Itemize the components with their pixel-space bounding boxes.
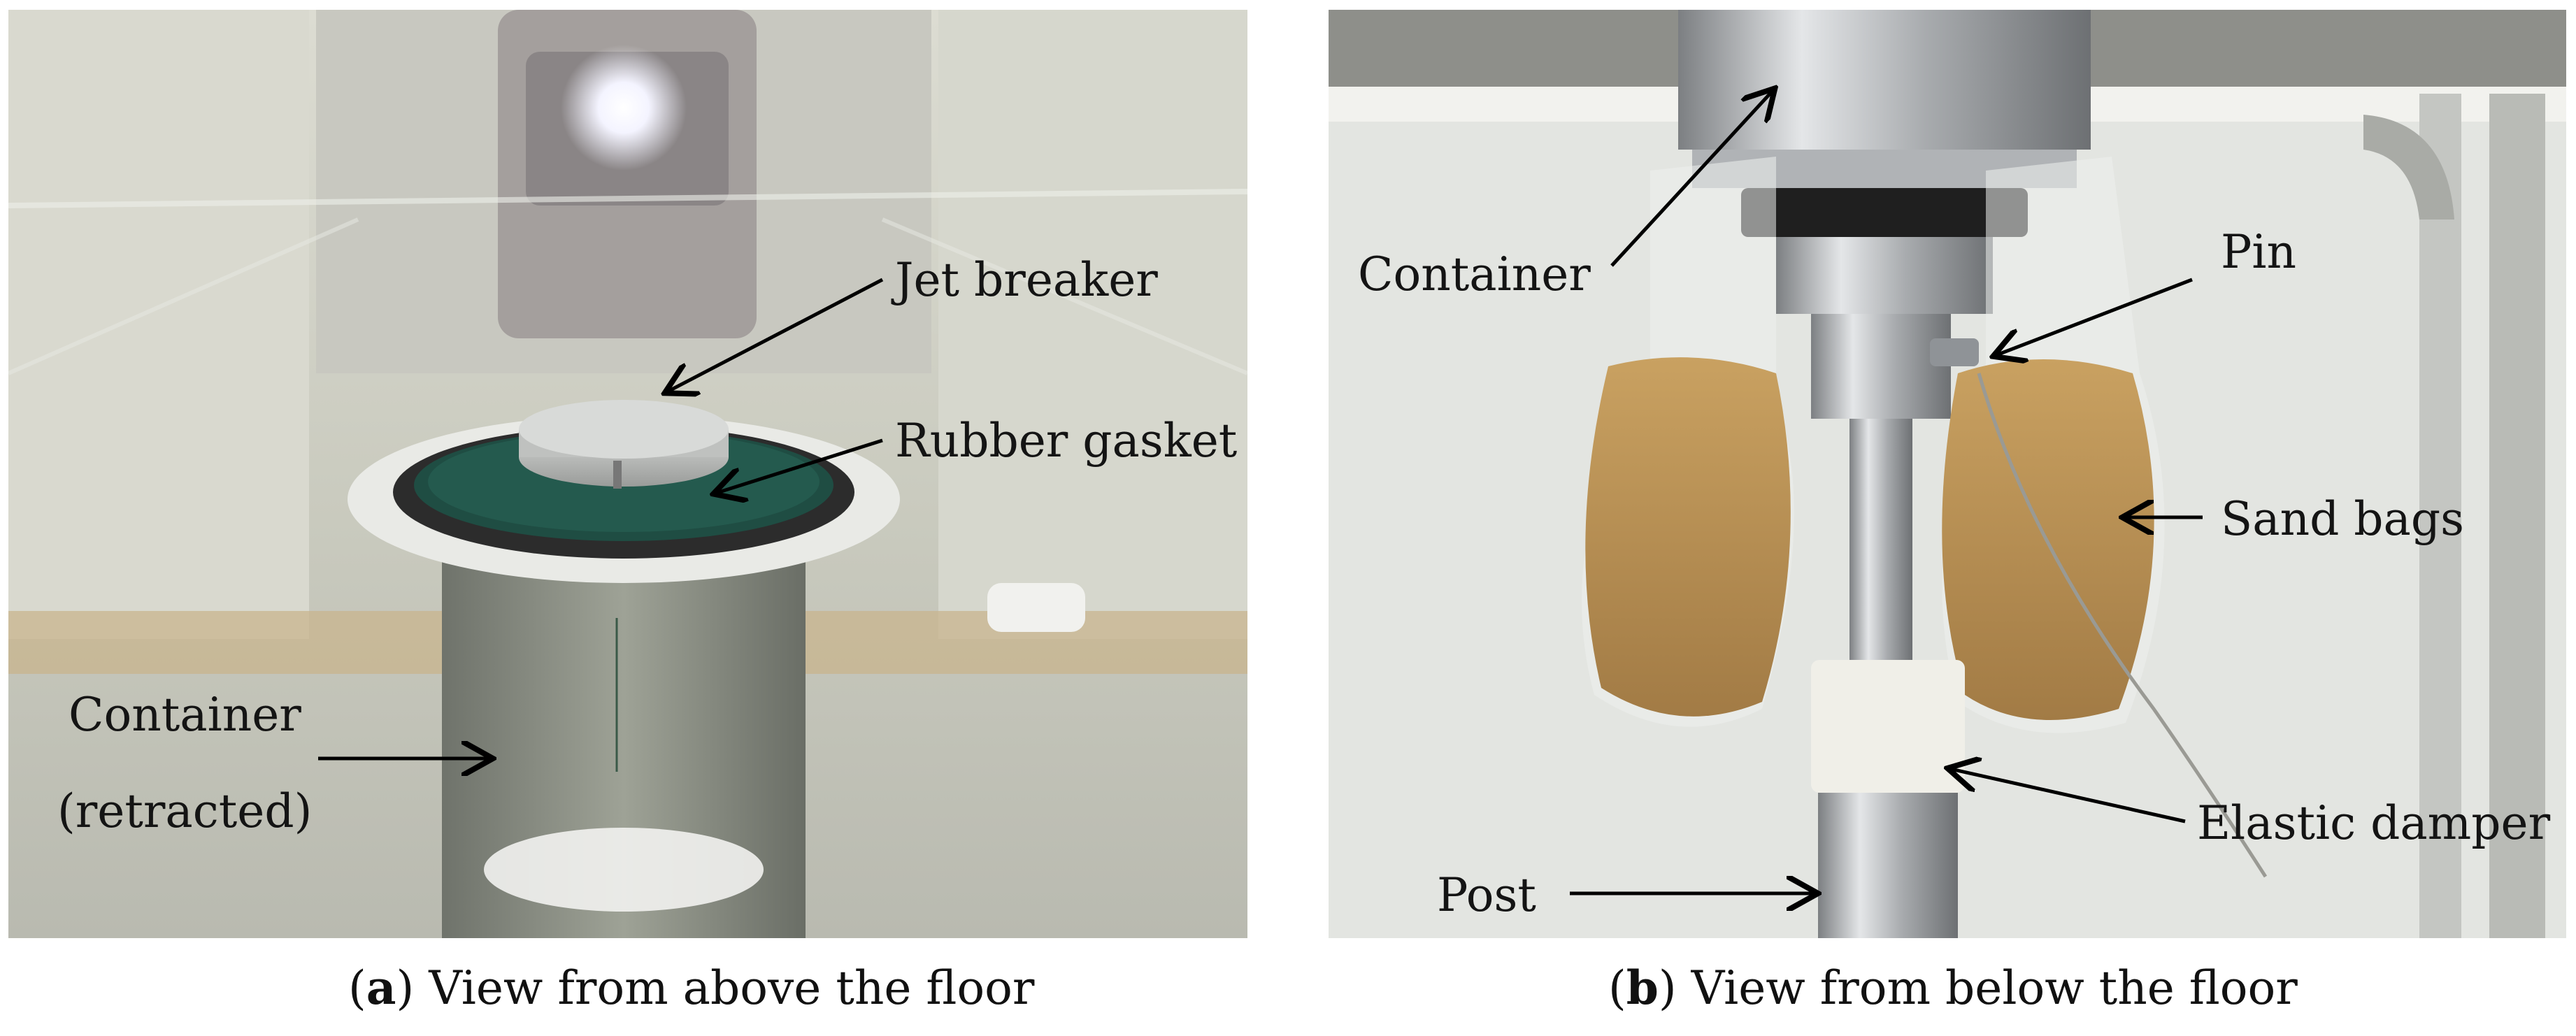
- caption-panel-b: (b) View from below the floor: [1608, 961, 2298, 1015]
- label-jet-breaker: Jet breaker: [895, 253, 1158, 307]
- caption-b-text: View from below the floor: [1691, 961, 2298, 1015]
- photo-view-from-above: [8, 10, 1247, 938]
- label-sand-bags: Sand bags: [2221, 492, 2465, 546]
- caption-b-letter: b: [1626, 961, 1659, 1015]
- label-container-line1: Container: [69, 688, 301, 742]
- label-rubber-gasket: Rubber gasket: [895, 414, 1238, 468]
- label-container: Container: [1358, 247, 1591, 301]
- caption-a-letter: a: [366, 961, 396, 1015]
- label-elastic-damper: Elastic damper: [2197, 796, 2551, 850]
- photo-view-from-below: [1329, 10, 2566, 938]
- label-pin: Pin: [2221, 225, 2297, 279]
- label-container-line2: (retracted): [57, 784, 313, 838]
- label-post: Post: [1437, 868, 1536, 922]
- photo-above-floor-illustration: [8, 10, 1247, 938]
- caption-a-text: View from above the floor: [429, 961, 1035, 1015]
- caption-panel-a: (a) View from above the floor: [348, 961, 1035, 1015]
